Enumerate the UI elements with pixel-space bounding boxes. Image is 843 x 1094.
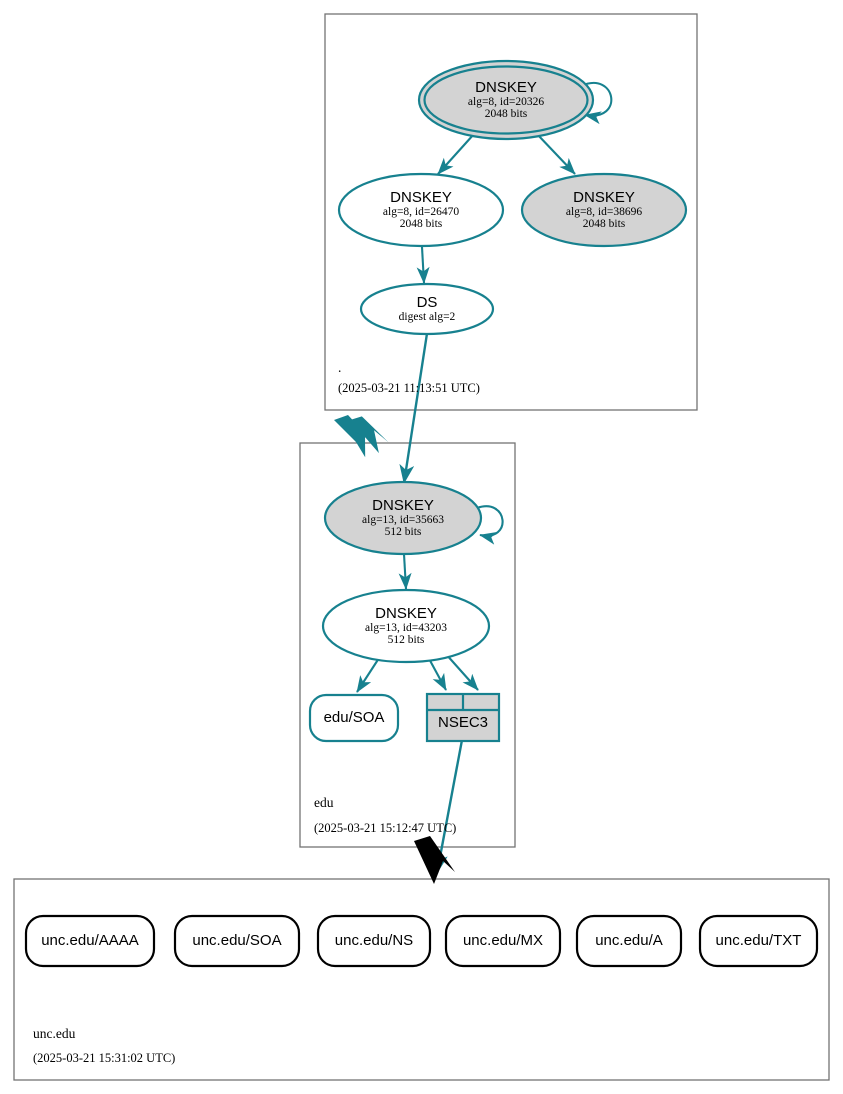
- node-edu-soa[interactable]: [308, 693, 400, 743]
- delegation-arrow-edu-to-unc-edu-body: [418, 838, 441, 880]
- node-rrset-1[interactable]: [173, 914, 301, 968]
- edge-root-ksk-to-26470: [437, 133, 475, 175]
- zone-box-root: [324, 13, 698, 411]
- node-root-dnskey-38696[interactable]: [520, 172, 688, 248]
- zone-label-unc-edu-timestamp: (2025-03-21 15:31:02 UTC): [33, 1051, 176, 1065]
- zone-label-root-name: .: [338, 360, 342, 375]
- edge-edu-zsk-to-nsec3-b: [444, 652, 479, 691]
- node-rrset-4[interactable]: [575, 914, 683, 968]
- node-edu-dnskey-35663[interactable]: [323, 480, 483, 556]
- edge-root-ksk-to-38696: [536, 133, 576, 175]
- zone-label-edu-timestamp: (2025-03-21 15:12:47 UTC): [314, 821, 457, 835]
- edge-edu-ksk-selfsign: [476, 505, 504, 545]
- node-root-ksk-dnskey-20326[interactable]: [417, 59, 595, 141]
- node-root-ds[interactable]: [359, 282, 495, 336]
- edge-ds-to-edu-dnskey: [399, 326, 430, 484]
- zone-label-edu-name: edu: [314, 795, 334, 810]
- delegation-arrow-root-to-edu-body: [334, 415, 372, 448]
- node-edu-nsec3[interactable]: [425, 692, 501, 743]
- zone-box-unc-edu: [13, 878, 830, 1081]
- node-rrset-3[interactable]: [444, 914, 562, 968]
- edge-root-ksk-selfsign: [580, 82, 613, 125]
- node-rrset-5[interactable]: [698, 914, 819, 968]
- edge-edu-zsk-to-soa: [356, 654, 382, 693]
- zone-box-edu: [299, 442, 516, 848]
- edge-nsec3-to-unc-edu: [433, 739, 464, 874]
- edge-edu-ksk-to-zsk: [398, 553, 412, 590]
- zone-label-unc-edu-name: unc.edu: [33, 1026, 76, 1041]
- node-edu-dnskey-43203[interactable]: [321, 588, 491, 664]
- edge-root-26470-to-ds: [416, 246, 430, 284]
- node-rrset-0[interactable]: [24, 914, 156, 968]
- node-root-dnskey-26470[interactable]: [337, 172, 505, 248]
- zone-label-root-timestamp: (2025-03-21 11:13:51 UTC): [338, 381, 480, 395]
- node-rrset-2[interactable]: [316, 914, 432, 968]
